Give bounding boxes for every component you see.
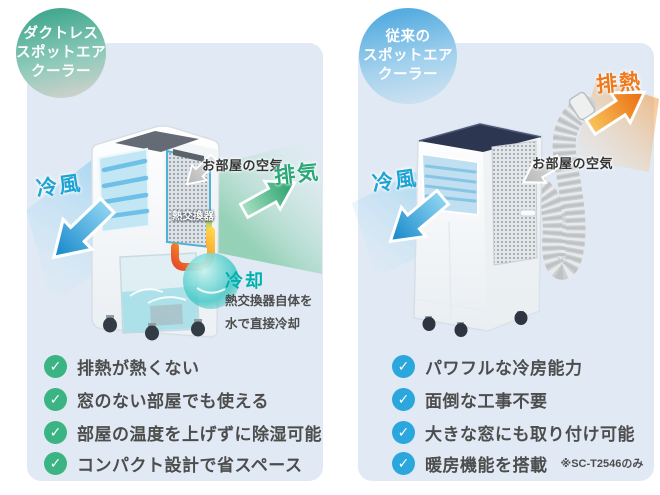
- exhaust-heat-label: 排熱: [595, 70, 644, 97]
- check-icon: ✓: [392, 354, 415, 378]
- badge-line: スポットエア: [16, 44, 106, 61]
- badge-line: スポットエア: [363, 47, 453, 64]
- room-air-label-right: お部屋の空気: [532, 156, 614, 171]
- exhaust-duct-hose: [493, 91, 596, 280]
- badge-line: クーラー: [31, 63, 91, 80]
- side-handle: [519, 209, 537, 217]
- base-seam: [414, 298, 488, 312]
- water-splash: [129, 288, 164, 297]
- mesh-handle: [173, 149, 204, 162]
- feature-label: 部屋の温度を上げずに除湿可能: [77, 424, 322, 444]
- feature-item: ✓ 部屋の温度を上げずに除湿可能: [44, 420, 322, 444]
- cooling-description-line: 水で直接冷却: [225, 316, 301, 331]
- cooler-top-inset: [115, 131, 199, 152]
- feature-item: ✓ 面倒な工事不要: [392, 387, 548, 411]
- feature-label: 面倒な工事不要: [425, 391, 548, 411]
- feature-note: ※SC-T2546のみ: [560, 458, 644, 470]
- check-icon: ✓: [392, 420, 415, 444]
- caster-wheels: [103, 315, 205, 341]
- heat-exchanger-label: 熱交換器: [172, 210, 214, 222]
- intake-mesh: [491, 140, 538, 266]
- check-icon: ✓: [44, 420, 67, 444]
- check-icon: ✓: [44, 451, 67, 475]
- cooling-label: 冷却: [225, 271, 265, 291]
- cooling-description: 熱交換器自体を 水で直接冷却: [225, 290, 313, 335]
- badge-conventional-title: 従来の スポットエア クーラー: [359, 8, 457, 104]
- check-icon: ✓: [44, 354, 67, 378]
- water-splash: [147, 296, 187, 304]
- feature-label: 暖房機能を搭載: [425, 455, 548, 475]
- cooling-water-circle: [183, 253, 239, 309]
- water-splash: [196, 287, 226, 294]
- feature-label: 排熱が熱くない: [77, 358, 200, 378]
- feature-label: コンパクト設計で省スペース: [77, 455, 303, 475]
- feature-item: ✓ パワフルな冷房能力: [392, 354, 583, 378]
- feature-item: ✓ 大きな窓にも取り付け可能: [392, 420, 635, 444]
- check-icon: ✓: [44, 387, 67, 411]
- cold-air-label-right: 冷風: [370, 166, 420, 197]
- feature-item: ✓ 暖房機能を搭載 ※SC-T2546のみ: [392, 451, 643, 475]
- feature-item: ✓ コンパクト設計で省スペース: [44, 451, 302, 475]
- badge-ductless-title: ダクトレス スポットエア クーラー: [16, 8, 106, 98]
- feature-item: ✓ 窓のない部屋でも使える: [44, 387, 269, 411]
- feature-label: 窓のない部屋でも使える: [77, 391, 269, 411]
- badge-line: 従来の: [385, 28, 431, 45]
- tank-pump: [150, 304, 183, 326]
- exhaust-label-left: 排気: [273, 160, 322, 189]
- cooling-description-line: 熱交換器自体を: [225, 294, 313, 308]
- room-air-label-left: お部屋の空気: [202, 158, 284, 173]
- top-edge-highlight: [418, 123, 542, 142]
- check-icon: ✓: [392, 387, 415, 411]
- feature-label: パワフルな冷房能力: [425, 358, 583, 378]
- badge-line: クーラー: [378, 66, 438, 83]
- feature-item: ✓ 排熱が熱くない: [44, 354, 200, 378]
- door-seam: [448, 221, 452, 319]
- feature-label: 大きな窓にも取り付け可能: [425, 424, 635, 444]
- check-icon: ✓: [392, 451, 415, 475]
- badge-line: ダクトレス: [23, 25, 99, 42]
- duct-connector: [568, 91, 596, 121]
- caster-wheels: [422, 311, 528, 337]
- cold-air-label-left: 冷風: [34, 171, 84, 202]
